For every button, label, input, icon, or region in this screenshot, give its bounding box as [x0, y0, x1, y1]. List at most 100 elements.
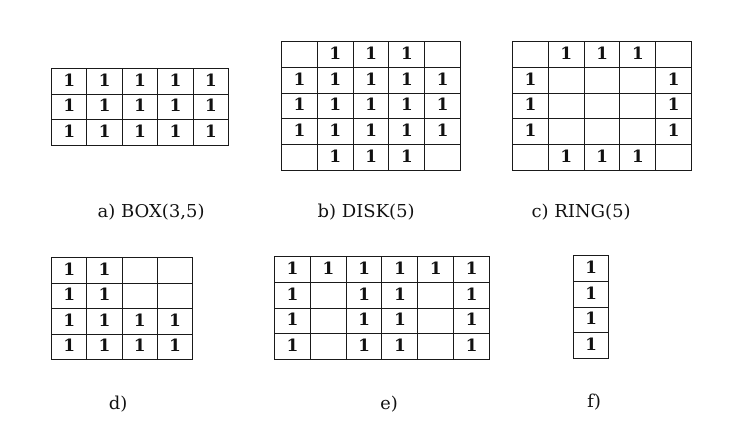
grid-cell: 1 — [121, 68, 159, 95]
grid-cell: 1 — [274, 281, 311, 309]
grid-cell: 1 — [381, 281, 419, 309]
grid-row: 1 — [573, 255, 609, 282]
grid-cell: 1 — [655, 66, 692, 94]
grid-cell — [156, 257, 194, 284]
grid-cell: 1 — [655, 92, 692, 120]
grid-cell: 1 — [316, 41, 354, 68]
grid-cell: 1 — [121, 333, 158, 360]
grid-cell: 1 — [157, 119, 194, 146]
grid-cell — [424, 144, 461, 171]
grid-cell — [309, 307, 347, 335]
grid-cell: 1 — [655, 118, 692, 146]
grid-row: 1 — [573, 280, 609, 308]
grid-cell: 1 — [281, 92, 318, 120]
grid-cell — [547, 92, 585, 120]
grid-cell: 1 — [619, 41, 657, 68]
grid-cell: 1 — [352, 92, 390, 120]
grid-cell: 1 — [573, 255, 609, 282]
grid-cell: 1 — [388, 66, 426, 94]
grid-cell: 1 — [453, 333, 490, 360]
grid-cell: 1 — [381, 256, 419, 283]
grid-cell — [121, 257, 158, 284]
grid-cell: 1 — [512, 118, 549, 146]
grid-cell: 1 — [157, 93, 194, 121]
grid-cell: 1 — [453, 256, 490, 283]
grid-cell — [512, 41, 549, 68]
grid-cell: 1 — [86, 282, 123, 309]
grid-cell: 1 — [417, 256, 455, 283]
grid-cell: 1 — [281, 118, 318, 146]
grid-row: 1 — [573, 306, 609, 334]
caption-c: c) RING(5) — [531, 201, 631, 222]
grid-cell: 1 — [316, 144, 354, 171]
grid-cell: 1 — [352, 144, 390, 171]
caption-d: d) — [108, 393, 128, 414]
grid-cell — [619, 66, 657, 94]
grid-cell: 1 — [156, 333, 194, 360]
grid-cell: 1 — [583, 41, 621, 68]
grid-cell: 1 — [309, 256, 347, 283]
grid-cell: 1 — [512, 66, 549, 94]
grid-cell: 1 — [156, 308, 194, 335]
grid-cell: 1 — [274, 307, 311, 335]
grid-cell: 1 — [50, 308, 88, 335]
grid-cell — [512, 144, 549, 171]
grid-cell: 1 — [157, 68, 194, 95]
grid-cell: 1 — [352, 118, 390, 146]
grid-cell — [417, 307, 455, 335]
grid-cell: 1 — [453, 281, 490, 309]
grid-cell: 1 — [583, 144, 621, 171]
caption-f: f) — [587, 391, 601, 412]
grid-cell: 1 — [352, 41, 390, 68]
grid-cell: 1 — [352, 66, 390, 94]
grid-cell: 1 — [86, 333, 123, 360]
grid-cell: 1 — [50, 257, 88, 284]
grid-cell — [583, 66, 621, 94]
grid-cell: 1 — [50, 333, 88, 360]
grid-cell: 1 — [573, 280, 609, 308]
grid-cell: 1 — [547, 41, 585, 68]
grid-cell: 1 — [424, 66, 461, 94]
grid-cell — [281, 144, 318, 171]
grid-cell — [424, 41, 461, 68]
grid-cell — [583, 118, 621, 146]
grid-cell: 1 — [424, 118, 461, 146]
grid-cell: 1 — [345, 256, 383, 283]
grid-cell: 1 — [86, 119, 123, 146]
grid-cell: 1 — [381, 307, 419, 335]
grid-cell: 1 — [274, 333, 311, 360]
grid-cell: 1 — [345, 281, 383, 309]
grid-cell — [655, 144, 692, 171]
grid-cell — [121, 282, 158, 309]
grid-cell: 1 — [388, 118, 426, 146]
grid-cell — [281, 41, 318, 68]
grid-cell: 1 — [316, 118, 354, 146]
grid-cell: 1 — [424, 92, 461, 120]
grid-row: 1 — [573, 332, 609, 359]
grid-cell — [417, 281, 455, 309]
grid-cell: 1 — [573, 332, 609, 359]
grid-cell — [619, 92, 657, 120]
grid-cell: 1 — [274, 256, 311, 283]
